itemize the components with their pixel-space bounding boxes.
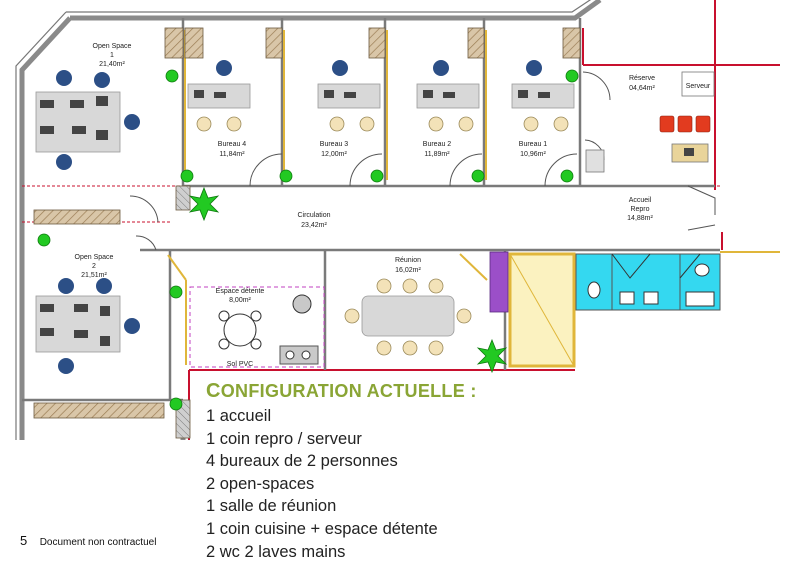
doors bbox=[129, 71, 716, 251]
room-bureau-1-label: Bureau 1 10,96m² bbox=[519, 141, 548, 158]
reunion-name: Réunion bbox=[395, 257, 421, 264]
bureau-3-name: Bureau 3 bbox=[320, 141, 349, 148]
room-espace-detente-label: Espace détente 8,00m² Sol PVC bbox=[216, 288, 265, 368]
espace-detente-name: Espace détente bbox=[216, 288, 265, 295]
open-space-1-name: Open Space bbox=[93, 43, 132, 50]
plant-icons bbox=[37, 69, 579, 411]
espace-detente-zone bbox=[189, 286, 325, 368]
configuration-title-rest: ONFIGURATION ACTUELLE : bbox=[220, 381, 477, 401]
circulation-name: Circulation bbox=[297, 212, 330, 219]
config-item-accueil: 1 accueil bbox=[206, 407, 272, 425]
room-open-space-1-label: Open Space 1 21,40m² bbox=[93, 43, 132, 68]
room-circulation-label: Circulation 23,42m² bbox=[297, 212, 330, 229]
bureau-3-area: 12,00m² bbox=[321, 151, 347, 158]
kitchen-sanitary-block bbox=[489, 251, 721, 368]
red-dashed-boundary bbox=[22, 185, 720, 223]
room-bureau-3-label: Bureau 3 12,00m² bbox=[320, 141, 349, 158]
bureau-2-name: Bureau 2 bbox=[423, 141, 452, 148]
config-item-bureaux: 4 bureaux de 2 personnes bbox=[206, 452, 398, 471]
reserve-name: Réserve bbox=[629, 75, 655, 82]
config-item-repro-serveur: 1 coin repro / serveur bbox=[206, 429, 362, 448]
reunion-area: 16,02m² bbox=[395, 267, 421, 274]
open-space-2-area: 21,51m² bbox=[81, 272, 107, 279]
open-space-1-number: 1 bbox=[110, 52, 114, 59]
bureau-2-area: 11,89m² bbox=[424, 151, 450, 158]
floor-plan: Open Space 1 21,40m² Bureau 4 11,84m² Bu… bbox=[15, 0, 780, 440]
disclaimer-text: Document non contractuel bbox=[39, 537, 157, 548]
interior-walls bbox=[22, 18, 720, 402]
reserve-area: 04,64m² bbox=[629, 85, 655, 92]
reserve-furniture bbox=[585, 71, 715, 173]
meeting-furniture bbox=[344, 278, 472, 356]
office-desks bbox=[187, 60, 575, 132]
perimeter-facade bbox=[15, 0, 592, 440]
accueil-subname: Repro bbox=[630, 206, 649, 213]
bureau-4-area: 11,84m² bbox=[219, 151, 245, 158]
serveur-label: Serveur bbox=[686, 83, 711, 90]
room-reserve-label: Réserve 04,64m² Serveur bbox=[629, 75, 711, 92]
wall-blocks bbox=[33, 27, 581, 439]
room-accueil-label: Accueil Repro 14,88m² bbox=[627, 197, 653, 222]
espace-detente-area: 8,00m² bbox=[229, 297, 251, 304]
open-space-2-number: 2 bbox=[92, 263, 96, 270]
room-open-space-2-label: Open Space 2 21,51m² bbox=[75, 254, 114, 279]
configuration-title-initial: C bbox=[206, 380, 221, 402]
open-space-1-area: 21,40m² bbox=[99, 61, 125, 68]
config-item-cuisine-detente: 1 coin cuisine + espace détente bbox=[206, 519, 438, 538]
open-space-2-name: Open Space bbox=[75, 254, 114, 261]
room-bureau-4-label: Bureau 4 11,84m² bbox=[218, 141, 247, 158]
room-reunion-label: Réunion 16,02m² bbox=[395, 257, 422, 274]
bureau-4-name: Bureau 4 bbox=[218, 141, 247, 148]
page-number: 5 bbox=[20, 533, 28, 548]
page-footer: 5 Document non contractuel bbox=[20, 532, 156, 550]
bureau-1-name: Bureau 1 bbox=[519, 141, 548, 148]
room-bureau-2-label: Bureau 2 11,89m² bbox=[423, 141, 452, 158]
configuration-list: 1 accueil 1 coin repro / serveur 4 burea… bbox=[206, 405, 646, 563]
accueil-area: 14,88m² bbox=[627, 215, 653, 222]
circulation-area: 23,42m² bbox=[301, 222, 327, 229]
configuration-title: CONFIGURATION ACTUELLE : bbox=[206, 380, 646, 403]
open-space-1-desks bbox=[35, 70, 140, 170]
sol-pvc-label: Sol PVC bbox=[227, 361, 253, 368]
accueil-name: Accueil bbox=[629, 197, 652, 204]
bureau-1-area: 10,96m² bbox=[520, 151, 546, 158]
config-item-open-spaces: 2 open-spaces bbox=[206, 474, 315, 493]
configuration-panel: CONFIGURATION ACTUELLE : 1 accueil 1 coi… bbox=[206, 380, 646, 563]
config-item-wc: 2 wc 2 laves mains bbox=[206, 542, 346, 561]
open-space-2-desks bbox=[35, 278, 140, 374]
config-item-salle-reunion: 1 salle de réunion bbox=[206, 497, 337, 516]
